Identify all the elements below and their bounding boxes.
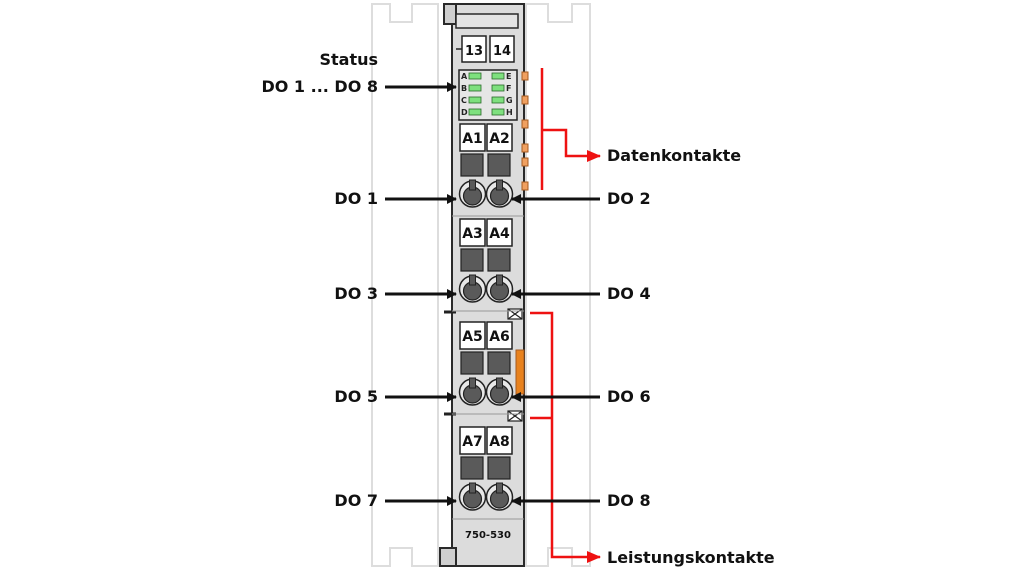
led-letter-right: H <box>506 108 513 117</box>
release-button[interactable] <box>487 456 511 480</box>
status-led-group: A E B F C G D H <box>461 72 513 117</box>
led-letter-left: A <box>461 72 468 81</box>
terminal-label-a2: A2 <box>489 131 510 147</box>
wire-entry-slot <box>496 179 503 191</box>
wire-entry-slot <box>469 482 476 494</box>
do5-label: DO 5 <box>334 387 378 406</box>
led-letter-right: F <box>506 84 511 93</box>
terminal-label-box <box>486 321 513 350</box>
release-button[interactable] <box>487 351 511 375</box>
led-letter-right: E <box>506 72 511 81</box>
power-contact-bar <box>515 349 525 395</box>
wire-entry-slot <box>496 274 503 286</box>
terminal-label-a4: A4 <box>489 226 510 242</box>
status-label: Status <box>319 50 378 69</box>
terminal-label-a8: A8 <box>489 434 510 450</box>
status-led-right-3 <box>491 96 505 104</box>
terminal-label-box <box>459 218 486 247</box>
wire-entry-slot <box>496 377 503 389</box>
do4-label: DO 4 <box>607 284 651 303</box>
wire-entry-slot <box>469 377 476 389</box>
status-led-left-1 <box>468 72 482 80</box>
data-contact-pins <box>521 71 529 191</box>
release-button[interactable] <box>487 248 511 272</box>
terminal-label-a3: A3 <box>462 226 483 242</box>
terminal-label-a1: A1 <box>462 131 483 147</box>
power-contacts-label: Leistungskontakte <box>607 548 775 567</box>
do7-label: DO 7 <box>334 491 378 510</box>
release-button[interactable] <box>460 351 484 375</box>
led-letter-left: D <box>461 108 468 117</box>
terminal-label-a6: A6 <box>489 329 510 345</box>
top-terminal-14: 14 <box>493 44 511 59</box>
wire-entry-slot <box>469 274 476 286</box>
do8-label: DO 8 <box>607 491 651 510</box>
signal-arrows <box>385 82 600 506</box>
status-led-right-1 <box>491 72 505 80</box>
release-button[interactable] <box>460 456 484 480</box>
do1-label: DO 1 <box>334 189 378 208</box>
release-button[interactable] <box>460 248 484 272</box>
status-range-label: DO 1 ... DO 8 <box>261 77 378 96</box>
neighbor-module-left-outline <box>371 3 439 567</box>
terminal-label-box <box>486 123 513 152</box>
terminal-label-a7: A7 <box>462 434 483 450</box>
led-letter-left: C <box>461 96 467 105</box>
do2-label: DO 2 <box>607 189 651 208</box>
status-led-right-4 <box>491 108 505 116</box>
model-number: 750-530 <box>465 530 511 541</box>
release-button[interactable] <box>460 153 484 177</box>
wire-entry-slot <box>496 482 503 494</box>
terminal-label-box <box>459 123 486 152</box>
do3-label: DO 3 <box>334 284 378 303</box>
led-letter-left: B <box>461 84 467 93</box>
power-contact-clips <box>507 308 523 422</box>
neighbor-module-right-outline <box>525 3 591 567</box>
data-contacts-bracket <box>540 68 601 190</box>
status-led-right-2 <box>491 84 505 92</box>
terminal-label-box <box>459 321 486 350</box>
terminal-label-box <box>486 218 513 247</box>
terminal-label-a5: A5 <box>462 329 483 345</box>
power-contacts-bracket <box>530 311 601 563</box>
status-led-left-4 <box>468 108 482 116</box>
status-led-left-2 <box>468 84 482 92</box>
terminal-label-box <box>459 426 486 455</box>
data-contacts-label: Datenkontakte <box>607 146 742 165</box>
release-button[interactable] <box>487 153 511 177</box>
top-terminal-13: 13 <box>465 44 483 59</box>
wire-entry-slot <box>469 179 476 191</box>
do6-label: DO 6 <box>607 387 651 406</box>
terminal-label-box <box>486 426 513 455</box>
led-letter-right: G <box>506 96 513 105</box>
status-led-left-3 <box>468 96 482 104</box>
